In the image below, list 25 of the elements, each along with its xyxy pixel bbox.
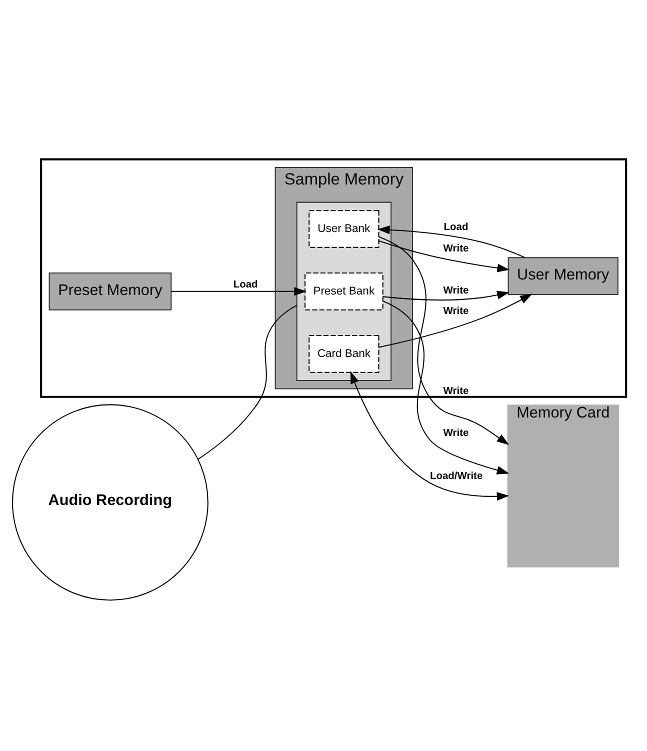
edge-label: Load/Write: [430, 470, 483, 482]
node-box: User Bank: [308, 210, 380, 248]
cluster: [40, 158, 628, 398]
arrow: [382, 290, 510, 301]
arrow: [378, 240, 510, 272]
arrow: [382, 300, 510, 474]
edge-label: Write: [443, 243, 469, 254]
edge-label: Load: [233, 279, 258, 290]
edge-label: Write: [443, 285, 469, 296]
edge-label: Write: [443, 306, 469, 317]
arrow: [350, 371, 510, 501]
node-box: User Memory: [508, 257, 618, 295]
node-box: Preset Memory: [48, 272, 172, 310]
edge-label: Write: [443, 428, 469, 439]
edge-label: Load: [444, 222, 468, 233]
arrow: [378, 294, 532, 348]
node-box: Memory Card: [507, 404, 619, 568]
edge-label: Write: [443, 386, 469, 397]
node-box: Preset Bank: [304, 272, 384, 310]
node-circle: Audio Recording: [12, 404, 208, 601]
node-box: Card Bank: [308, 334, 380, 373]
connector: [198, 304, 298, 460]
arrow: [171, 287, 307, 296]
arrow: [377, 226, 525, 258]
arrow: [378, 236, 510, 445]
